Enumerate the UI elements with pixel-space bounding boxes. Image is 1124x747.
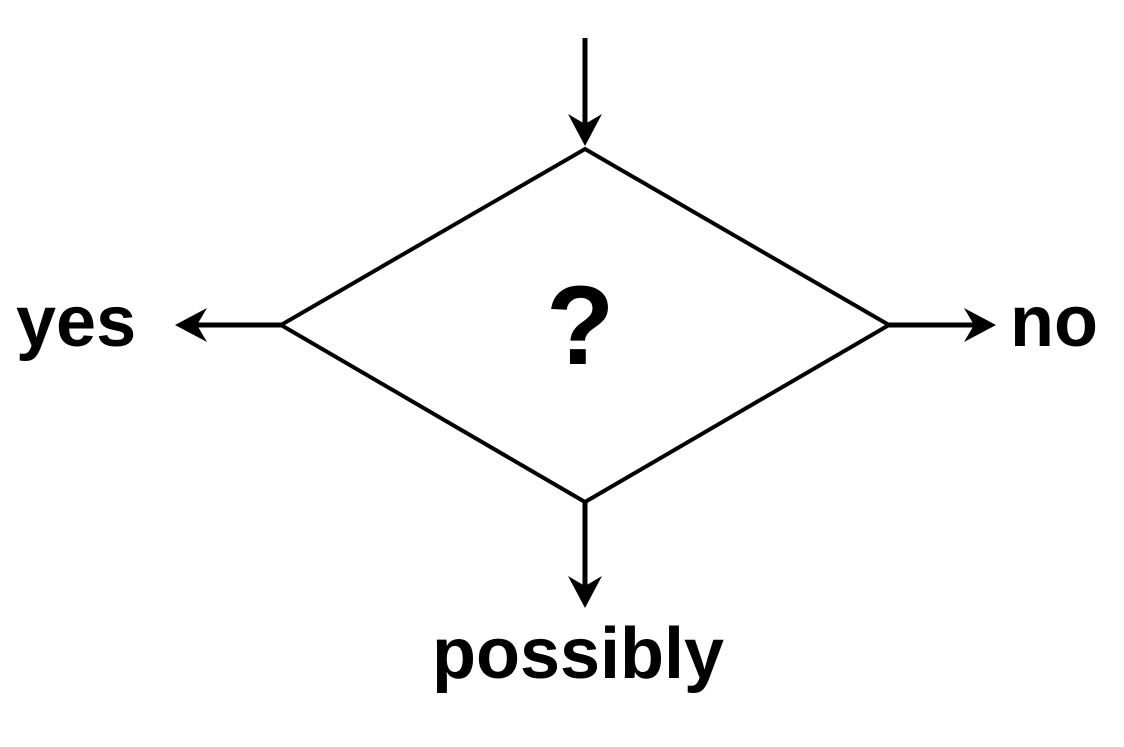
no-arrow-icon xyxy=(889,308,996,342)
outcome-no-label: no xyxy=(1010,282,1098,362)
decision-question-mark: ? xyxy=(546,263,615,388)
outcome-yes-label: yes xyxy=(16,282,137,362)
yes-arrow-icon xyxy=(175,308,281,342)
outcome-possibly-label: possibly xyxy=(432,614,725,694)
possibly-arrow-icon xyxy=(568,502,602,608)
entry-arrow-icon xyxy=(568,38,602,146)
